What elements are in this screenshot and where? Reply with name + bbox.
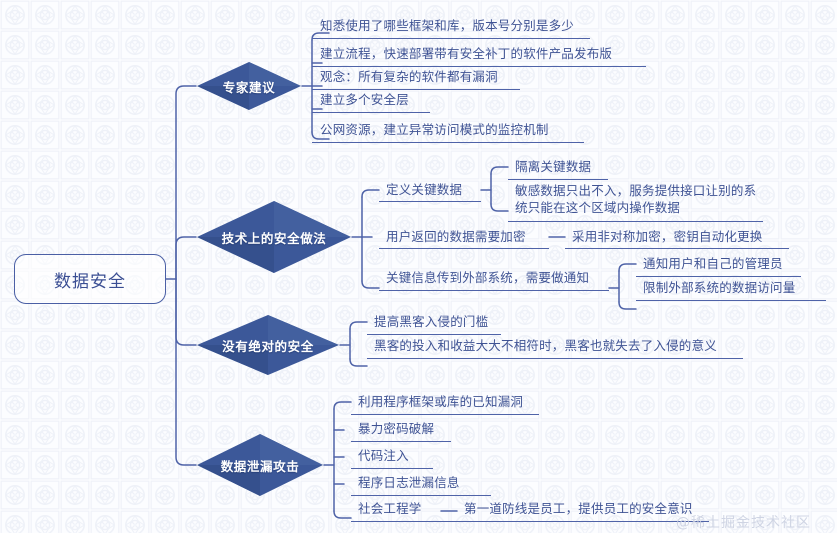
- leaf-item[interactable]: 建立流程，快速部署带有安全补丁的软件产品发布版: [320, 46, 613, 61]
- leaf-underline: [379, 290, 609, 291]
- leaf-item[interactable]: 暴力密码破解: [358, 421, 435, 436]
- leaf-underline: [379, 201, 481, 202]
- leaf-underline: [367, 358, 743, 359]
- root-label: 数据安全: [54, 271, 126, 292]
- leaf-item[interactable]: 社会工程学: [358, 501, 422, 516]
- leaf-underline: [351, 441, 451, 442]
- leaf-underline: [379, 248, 549, 249]
- leaf-underline: [636, 300, 826, 301]
- watermark: @稀土掘金技术社区: [676, 515, 811, 531]
- leaf-item[interactable]: 定义关键数据: [386, 182, 463, 197]
- leaf-item[interactable]: 知悉使用了哪些框架和库，版本号分别是多少: [320, 18, 575, 33]
- leaf-item[interactable]: 隔离关键数据: [515, 159, 592, 174]
- leaf-underline: [457, 521, 709, 522]
- leaf-item[interactable]: 利用程序框架或库的已知漏洞: [358, 394, 524, 409]
- leaf-item[interactable]: 通知用户和自己的管理员: [643, 256, 783, 271]
- leaf-underline: [367, 334, 501, 335]
- leaf-item[interactable]: 采用非对称加密，密钥自动化更换: [572, 229, 763, 244]
- leaf-item[interactable]: 程序日志泄漏信息: [358, 475, 460, 490]
- branch-node-expert-advice[interactable]: 专家建议: [196, 61, 302, 111]
- branch-label: 专家建议: [222, 79, 276, 95]
- branch-node-technical-security[interactable]: 技术上的安全做法: [196, 200, 352, 274]
- diamond-shape-icon: [197, 434, 323, 496]
- leaf-underline: [565, 248, 789, 249]
- diamond-shape-icon: [197, 62, 301, 110]
- branch-label: 技术上的安全做法: [221, 230, 327, 246]
- branch-label: 数据泄漏攻击: [220, 458, 300, 474]
- leaf-underline: [351, 495, 491, 496]
- leaf-item[interactable]: 提高黑客入侵的门槛: [374, 314, 489, 329]
- leaf-underline: [312, 66, 646, 67]
- leaf-underline: [312, 142, 584, 143]
- branch-label: 没有绝对的安全: [222, 338, 314, 354]
- diamond-shape-icon: [197, 315, 339, 375]
- leaf-underline: [508, 221, 763, 222]
- branch-node-data-leak-attack[interactable]: 数据泄漏攻击: [196, 433, 324, 497]
- leaf-underline: [312, 112, 430, 113]
- leaf-item[interactable]: 限制外部系统的数据访问量: [643, 280, 796, 295]
- leaf-underline: [312, 89, 520, 90]
- leaf-underline: [508, 179, 608, 180]
- leaf-underline: [351, 414, 539, 415]
- leaf-underline: [636, 276, 801, 277]
- leaf-item[interactable]: 观念：所有复杂的软件都有漏洞: [320, 69, 498, 84]
- leaf-item[interactable]: 敏感数据只出不入，服务提供接口让别的系统只能在这个区域内操作数据: [515, 183, 757, 215]
- leaf-item[interactable]: 代码注入: [358, 448, 409, 463]
- leaf-underline: [312, 38, 590, 39]
- leaf-item[interactable]: 关键信息传到外部系统，需要做通知: [386, 270, 590, 285]
- leaf-item[interactable]: 用户返回的数据需要加密: [386, 229, 526, 244]
- leaf-item[interactable]: 建立多个安全层: [320, 92, 409, 107]
- leaf-underline: [351, 468, 433, 469]
- leaf-item[interactable]: 黑客的投入和收益大大不相符时，黑客也就失去了入侵的意义: [374, 338, 717, 353]
- diamond-shape-icon: [197, 201, 351, 273]
- leaf-item[interactable]: 第一道防线是员工，提供员工的安全意识: [464, 501, 693, 516]
- leaf-underline: [351, 521, 457, 522]
- leaf-item[interactable]: 公网资源，建立异常访问模式的监控机制: [320, 122, 549, 137]
- root-node[interactable]: 数据安全: [14, 254, 166, 304]
- branch-node-no-absolute-security[interactable]: 没有绝对的安全: [196, 314, 340, 376]
